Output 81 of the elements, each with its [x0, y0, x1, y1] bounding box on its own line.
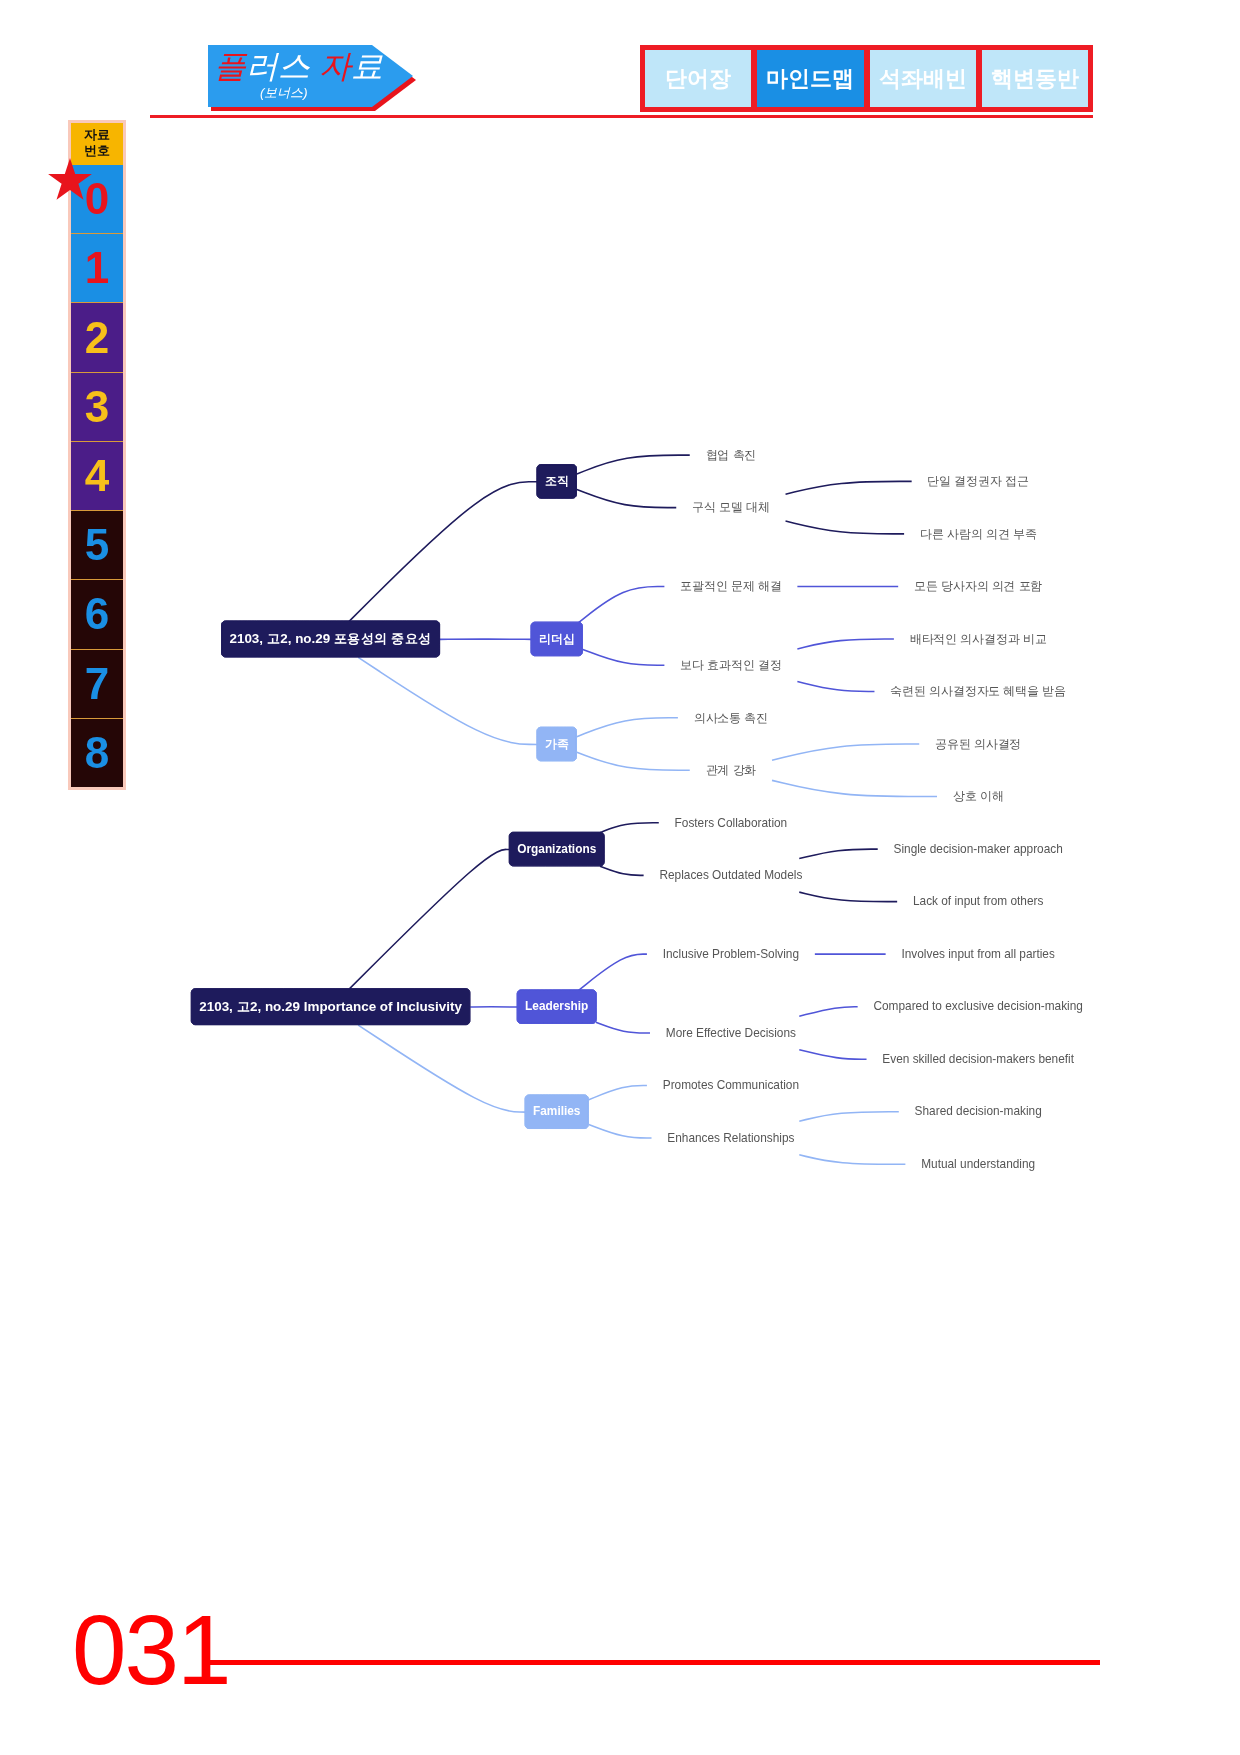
number-tab: 8: [71, 717, 123, 787]
topic-text: 구식 모델 대체: [692, 500, 770, 515]
nav-tab: 마인드맵: [757, 50, 864, 107]
topic-text: 상호 이해: [952, 789, 1004, 803]
branch-line: [357, 1024, 527, 1114]
topic-text: Mutual understanding: [921, 1157, 1036, 1171]
topic-text: 포괄적인 문제 해결: [680, 579, 782, 593]
branch-line: [576, 717, 679, 738]
branch-line: [469, 1006, 519, 1009]
branch-line: [576, 454, 691, 476]
number-tab: 1: [71, 233, 123, 303]
banner-subtitle: (보너스): [260, 85, 308, 101]
topic-text: 관계 강화: [705, 763, 757, 777]
topic-text: Involves input from all parties: [901, 947, 1055, 961]
nav-tab: 핵변동반: [981, 50, 1088, 107]
branch-line: [576, 489, 678, 509]
topic-text: 보다 효과적인 결정: [680, 658, 782, 672]
branch-line: [798, 1049, 868, 1061]
topic-text: Fosters Collaboration: [674, 815, 788, 830]
topic-box: 2103, 고2, no.29 포용성의 중요성: [221, 620, 440, 658]
number-tab: 7: [71, 648, 123, 718]
branch-line: [582, 648, 666, 667]
topic-text: More Effective Decisions: [665, 1025, 796, 1040]
topic-text: Shared decision-making: [914, 1104, 1042, 1119]
branch-line: [771, 743, 921, 762]
topic-text: Replaces Outdated Models: [659, 868, 803, 882]
branch-line: [587, 1124, 653, 1140]
branch-line: [595, 1021, 651, 1035]
topic-text: 협업 촉진: [705, 448, 757, 462]
topic-text: Inclusive Problem-Solving: [662, 947, 800, 961]
branch-line: [439, 638, 533, 641]
number-tab: 6: [71, 579, 123, 649]
branch-line: [798, 1154, 907, 1166]
branch-line: [771, 779, 938, 798]
number-tab: 0: [71, 165, 123, 234]
number-tab: 2: [71, 302, 123, 372]
topic-text: Enhances Relationships: [667, 1131, 795, 1145]
topic-box: Organizations: [508, 832, 605, 867]
number-tab: 4: [71, 440, 123, 511]
topic-text: 의사소통 촉진: [693, 710, 769, 725]
branch-line: [784, 520, 905, 535]
page-number: 031: [72, 1595, 230, 1705]
nav-tab: 단어장: [645, 50, 752, 107]
banner-title: 플러스 자료: [214, 47, 383, 85]
branch-line: [796, 585, 899, 588]
branch-line: [798, 1111, 900, 1123]
branch-line: [576, 751, 691, 772]
branch-line: [814, 953, 887, 956]
topic-text: Lack of input from others: [912, 894, 1044, 909]
topic-box: 조직: [536, 464, 577, 499]
topic-text: 숙련된 의사결정자도 혜택을 받음: [890, 684, 1067, 698]
nav-tab: 석좌배빈: [869, 50, 976, 107]
topic-box: Families: [524, 1094, 589, 1130]
branch-line: [796, 681, 876, 693]
branch-line: [587, 1085, 648, 1101]
branch-line: [798, 848, 879, 860]
branch-line: [599, 865, 645, 877]
branch-line: [796, 638, 895, 650]
topic-text: 단일 결정권자 접근: [927, 474, 1029, 488]
sidebar-heading: 자료 번호: [71, 123, 123, 165]
topic-text: 다른 사람의 의견 부족: [919, 526, 1037, 541]
topic-text: 배타적인 의사결정과 비교: [909, 631, 1047, 646]
branch-line: [577, 953, 648, 992]
topic-box: 리더십: [530, 622, 583, 657]
topic-box: 2103, 고2, no.29 Importance of Inclusivity: [190, 988, 471, 1026]
topic-text: Compared to exclusive decision-making: [873, 999, 1083, 1014]
branch-line: [798, 891, 898, 903]
topic-box: Leadership: [516, 989, 597, 1025]
topic-text: Even skilled decision-makers benefit: [882, 1052, 1074, 1066]
branch-line: [784, 480, 913, 496]
topic-text: Single decision-maker approach: [893, 842, 1063, 856]
topic-text: Promotes Communication: [662, 1078, 800, 1092]
topic-text: 모든 당사자의 의견 포함: [913, 579, 1043, 593]
branch-line: [577, 585, 666, 624]
topic-text: 공유된 의사결정: [935, 737, 1022, 751]
branch-line: [798, 1006, 859, 1018]
number-tab: 3: [71, 371, 123, 441]
branch-line: [348, 848, 511, 991]
number-tab: 5: [71, 510, 123, 580]
branch-line: [599, 822, 660, 834]
topic-box: 가족: [536, 727, 577, 762]
